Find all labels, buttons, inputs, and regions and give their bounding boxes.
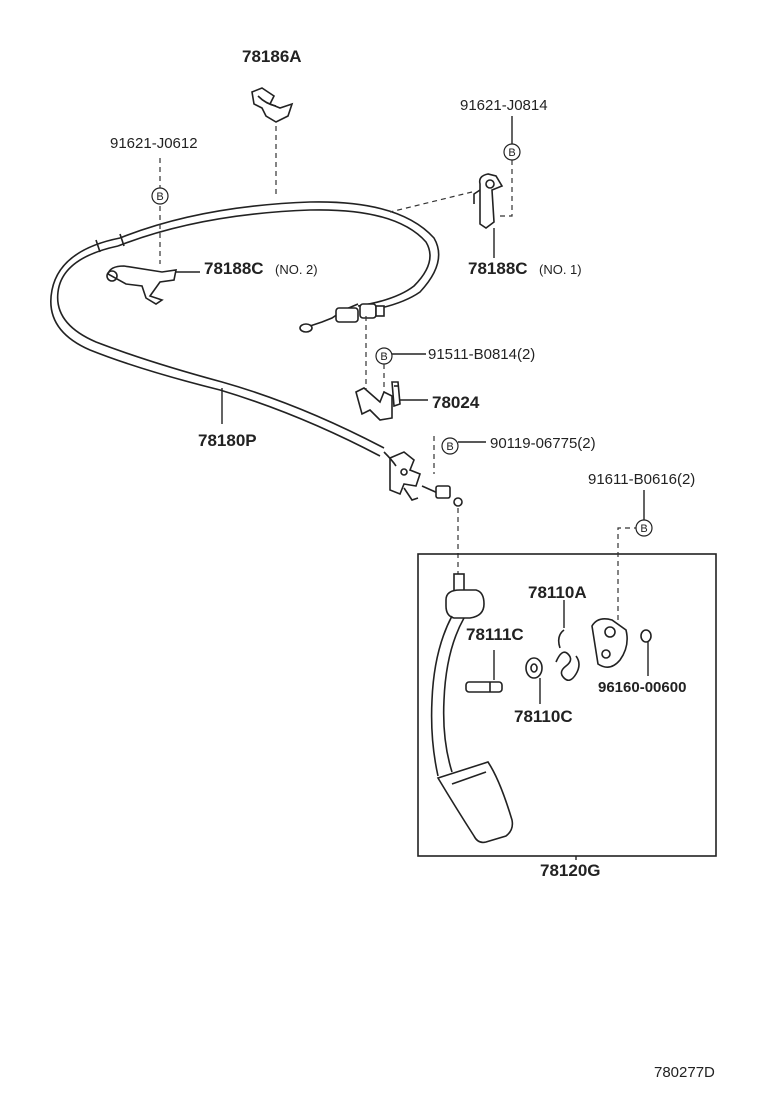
label-spring: 78110A: [528, 583, 587, 602]
leader-bolt-right: [498, 160, 513, 217]
label-bolt-right: 91621-J0814: [460, 97, 548, 114]
label-cable: 78180P: [198, 431, 257, 450]
label-pin: 78111C: [466, 625, 524, 644]
svg-text:B: B: [640, 523, 647, 535]
pin-78111c[interactable]: [465, 681, 503, 693]
label-clamp-no2: 78188C: [204, 259, 264, 278]
washer-96160-00600[interactable]: [640, 629, 652, 643]
label-clamp-no1-suffix: (NO. 1): [539, 262, 582, 277]
svg-text:B: B: [508, 147, 515, 159]
svg-text:B: B: [380, 351, 387, 363]
accelerator-pedal[interactable]: [430, 573, 514, 844]
pedal-bracket-plate[interactable]: [591, 618, 628, 668]
clamp-78186a[interactable]: [251, 87, 294, 123]
accelerator-cable[interactable]: [50, 201, 440, 457]
label-clamp-top: 78186A: [242, 47, 302, 66]
label-clamp-no2-suffix: (NO. 2): [275, 262, 318, 277]
svg-text:B: B: [156, 191, 163, 203]
diagram-code: 780277D: [654, 1064, 715, 1081]
label-washer: 96160-00600: [598, 679, 686, 696]
pedal-assembly-box: [417, 553, 717, 857]
label-clamp-no1: 78188C: [468, 259, 528, 278]
bolt-marker-bracket: B: [375, 347, 393, 365]
label-bolt-left: 91621-J0612: [110, 135, 198, 152]
leader-clamp-no1-cable: [389, 191, 473, 213]
label-bolt-pedal-side: 91611-B0616(2): [588, 471, 695, 488]
bolt-marker-pedal-side: B: [635, 519, 653, 537]
bolt-marker-right: B: [503, 143, 521, 161]
leader-bolt-side: [617, 527, 636, 620]
bolt-marker-left: B: [151, 187, 169, 205]
bracket-78024[interactable]: [355, 381, 401, 421]
bolt-marker-pedal-top: B: [441, 437, 459, 455]
spring-78110a[interactable]: [555, 629, 580, 682]
label-pedal-assembly: 78120G: [540, 861, 601, 880]
label-bracket: 78024: [432, 393, 480, 412]
clamp-78188c-no1[interactable]: [473, 173, 504, 229]
label-bushing: 78110C: [514, 707, 573, 726]
cable-retainer[interactable]: [383, 451, 463, 507]
svg-text:B: B: [446, 441, 453, 453]
label-bolt-bracket: 91511-B0814(2): [428, 346, 535, 363]
bushing-78110c[interactable]: [525, 657, 543, 679]
label-bolt-pedal-top: 90119-06775(2): [490, 435, 596, 452]
clamp-78188c-no2[interactable]: [106, 265, 178, 305]
